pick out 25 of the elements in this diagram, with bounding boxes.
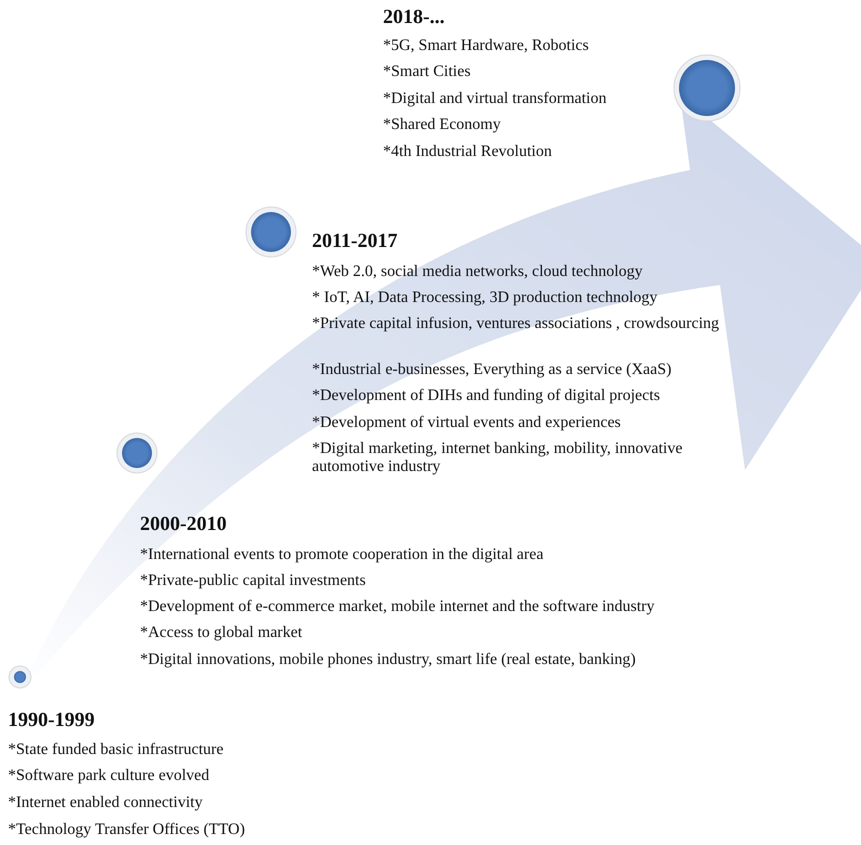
bullet-text: *Web 2.0, social media networks, cloud technology [312, 263, 643, 281]
bullet-text: *4th Industrial Revolution [383, 143, 552, 161]
bullet-text: *Shared Economy [383, 116, 501, 134]
bullet-text: *Access to global market [140, 624, 302, 642]
bullet-text: *Industrial e-businesses, Everything as a service (XaaS) [312, 361, 672, 379]
bullet-text: *Smart Cities [383, 63, 471, 81]
bullet-text: *Private-public capital investments [140, 572, 366, 590]
bullet-text: *Digital marketing, internet banking, mobility, innovative automotive industry [312, 440, 684, 476]
bullet-text: *Development of virtual events and experiences [312, 414, 621, 432]
bullet-text: *Software park culture evolved [8, 767, 210, 785]
bullet-text: * IoT, AI, Data Processing, 3D production technology [312, 289, 658, 307]
bullet-text: *Development of DIHs and funding of digital projects [312, 387, 660, 405]
period-heading: 2000-2010 [140, 513, 227, 535]
bullet-text: *State funded basic infrastructure [8, 741, 224, 759]
bullet-text: *Private capital infusion, ventures associations , crowdsourcing [312, 315, 720, 333]
bullet-text: *5G, Smart Hardware, Robotics [383, 37, 589, 55]
bullet-text: *Technology Transfer Offices (TTO) [8, 821, 245, 839]
bullet-text: *International events to promote cooperation in the digital area [140, 546, 544, 564]
bullet-text: *Digital and virtual transformation [383, 90, 606, 108]
bullet-text: *Digital innovations, mobile phones industry, smart life (real estate, banking) [140, 651, 636, 669]
period-heading: 1990-1999 [8, 709, 95, 731]
bullet-text: *Internet enabled connectivity [8, 794, 203, 812]
period-heading: 2011-2017 [312, 230, 398, 252]
period-heading: 2018-... [383, 6, 445, 28]
bullet-text: *Development of e-commerce market, mobile internet and the software industry [140, 598, 654, 616]
